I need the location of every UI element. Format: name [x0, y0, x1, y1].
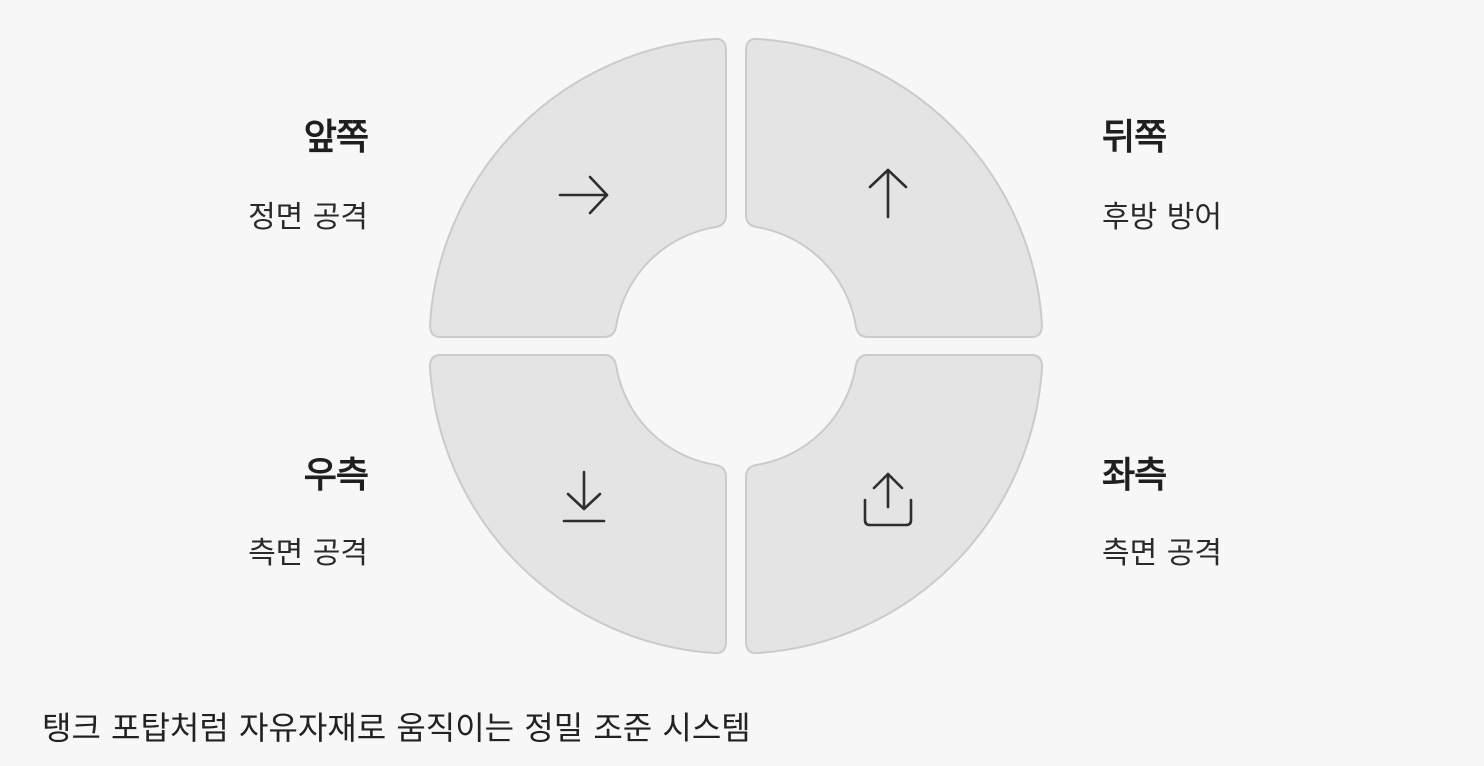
- quadrant-title-right: 우측: [303, 455, 369, 496]
- ring-segment-top-right: [745, 37, 1043, 338]
- quadrant-subtitle-back: 후방 방어: [1102, 200, 1222, 235]
- quadrant-title-front: 앞쪽: [303, 117, 369, 158]
- share-upload-icon: [863, 472, 913, 527]
- quadrant-subtitle-left: 측면 공격: [1102, 536, 1222, 571]
- quadrant-title-back: 뒤쪽: [1102, 117, 1167, 158]
- arrow-right-icon: [558, 175, 609, 215]
- quadrant-title-left: 좌측: [1102, 455, 1167, 496]
- ring-segment-bottom-right: [745, 354, 1043, 655]
- arrow-down-to-line-icon: [562, 470, 606, 523]
- quadrant-subtitle-front: 정면 공격: [248, 200, 368, 235]
- arrow-up-icon: [868, 168, 908, 219]
- quadrant-subtitle-right: 측면 공격: [248, 536, 368, 571]
- diagram-caption: 탱크 포탑처럼 자유자재로 움직이는 정밀 조준 시스템: [42, 709, 751, 747]
- ring-segment-top-left: [429, 37, 727, 338]
